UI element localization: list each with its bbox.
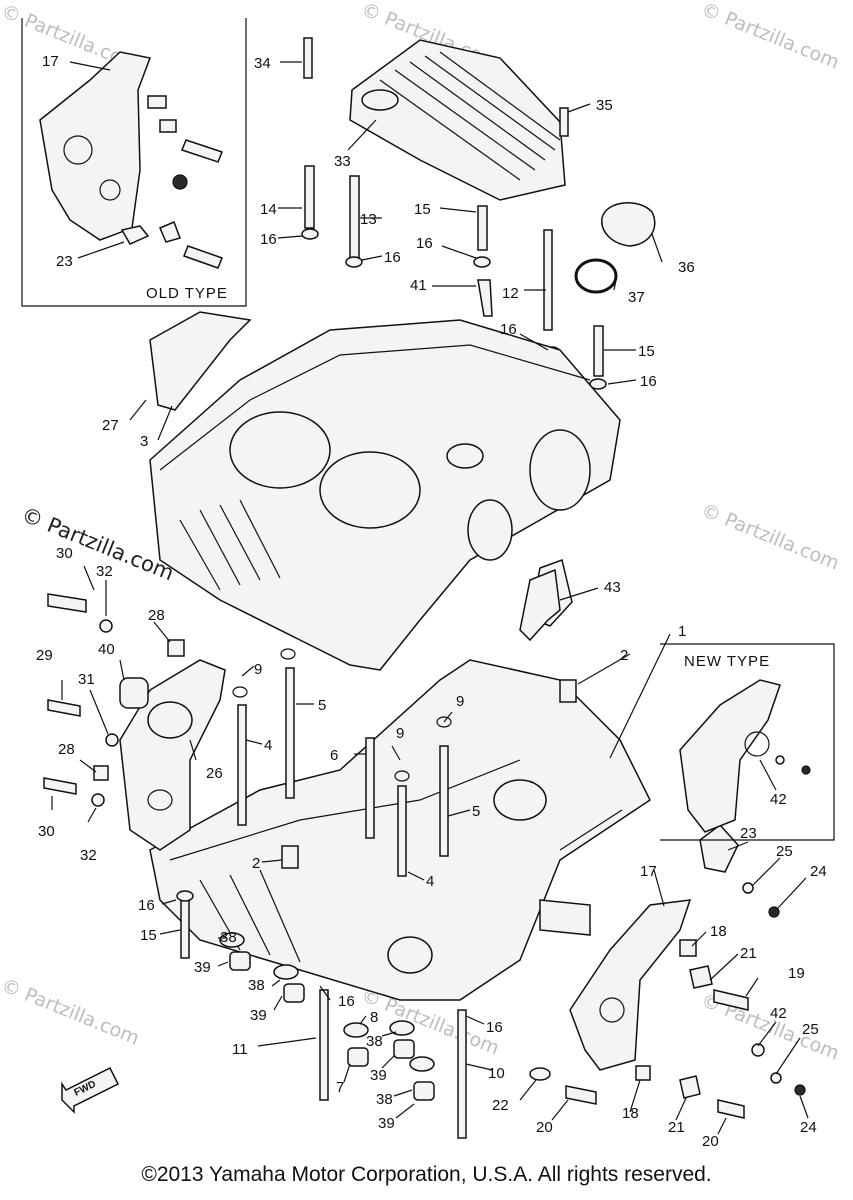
callout-number: 41 [410, 277, 427, 294]
callout-number: 3 [140, 433, 148, 450]
callout-number: 16 [384, 249, 401, 266]
callout-number: 16 [260, 231, 277, 248]
callout-number: 32 [80, 847, 97, 864]
callout-number: 31 [78, 671, 95, 688]
callout-number: 15 [140, 927, 157, 944]
callout-number: 20 [702, 1133, 719, 1150]
studs [232, 648, 577, 877]
callout-number: 9 [456, 693, 464, 710]
callout-leaders [51, 61, 809, 1135]
callout-number: 28 [58, 741, 75, 758]
callout-number: 18 [710, 923, 727, 940]
callout-number: 42 [770, 791, 787, 808]
callout-numbers: 1 2 2 3 4 4 5 5 6 7 8 9 9 9 10 11 12 13 … [36, 53, 827, 1150]
callout-number: 17 [640, 863, 657, 880]
callout-number: 19 [788, 965, 805, 982]
callout-number: 13 [360, 211, 377, 228]
callout-number: 23 [56, 253, 73, 270]
callout-number: 16 [138, 897, 155, 914]
callout-number: 29 [36, 647, 53, 664]
left-cover [43, 593, 226, 851]
callout-number: 11 [232, 1041, 248, 1058]
callout-number: 2 [620, 647, 628, 664]
callout-number: 38 [366, 1033, 383, 1050]
callout-number: 15 [414, 201, 431, 218]
watermark: © Partzilla.com [698, 0, 842, 74]
callout-number: 1 [678, 623, 686, 640]
callout-number: 34 [254, 55, 271, 72]
callout-number: 2 [252, 855, 260, 872]
callout-number: 33 [334, 153, 351, 170]
callout-number: 20 [536, 1119, 553, 1136]
callout-number: 24 [800, 1119, 817, 1136]
callout-number: 6 [330, 747, 338, 764]
new-type-inset: NEW TYPE [660, 643, 835, 841]
cam-guide [565, 823, 806, 1119]
old-type-inset: OLD TYPE [21, 18, 247, 307]
callout-number: 27 [102, 417, 119, 434]
callout-number: 39 [378, 1115, 395, 1132]
callout-number: 39 [370, 1067, 387, 1084]
callout-number: 8 [370, 1009, 378, 1026]
callout-number: 26 [206, 765, 223, 782]
callout-number: 37 [628, 289, 645, 306]
callout-number: 9 [396, 725, 404, 742]
callout-number: 22 [492, 1097, 509, 1114]
callout-number: 35 [596, 97, 613, 114]
callout-number: 16 [500, 321, 517, 338]
callout-number: 25 [776, 843, 793, 860]
callout-number: 38 [220, 929, 237, 946]
callout-number: 30 [56, 545, 73, 562]
callout-number: 4 [264, 737, 272, 754]
callout-number: 5 [472, 803, 480, 820]
fwd-arrow: FWD [61, 1066, 120, 1114]
callout-number: 28 [148, 607, 165, 624]
callout-number: 5 [318, 697, 326, 714]
callout-number: 16 [486, 1019, 503, 1036]
callout-number: 23 [740, 825, 757, 842]
callout-number: 40 [98, 641, 115, 658]
callout-number: 15 [638, 343, 655, 360]
callout-number: 36 [678, 259, 695, 276]
crankcase-exploded-diagram: © Partzilla.com © Partzilla.com © Partzi… [0, 0, 842, 1150]
callout-number: 12 [502, 285, 519, 302]
head-cover [349, 39, 566, 201]
copyright-notice: ©2013 Yamaha Motor Corporation, U.S.A. A… [141, 1163, 712, 1186]
lower-hardware [176, 890, 551, 1139]
watermark: © Partzilla.com [698, 499, 842, 574]
callout-number: 16 [640, 373, 657, 390]
callout-number: 25 [802, 1021, 819, 1038]
callout-number: 14 [260, 201, 277, 218]
watermark: © Partzilla.com [0, 974, 142, 1049]
callout-number: 10 [488, 1065, 505, 1082]
bracket [519, 568, 561, 642]
callout-number: 32 [96, 563, 113, 580]
old-type-label: OLD TYPE [146, 285, 228, 302]
callout-number: 16 [416, 235, 433, 252]
callout-number: 9 [254, 661, 262, 678]
callout-number: 43 [604, 579, 621, 596]
callout-number: 4 [426, 873, 434, 890]
top-bolts [301, 37, 607, 390]
callout-number: 39 [250, 1007, 267, 1024]
callout-number: 21 [740, 945, 757, 962]
callout-number: 17 [42, 53, 59, 70]
upper-crankcase [149, 311, 621, 671]
callout-number: 38 [376, 1091, 393, 1108]
new-type-label: NEW TYPE [684, 653, 770, 670]
callout-number: 38 [248, 977, 265, 994]
filler-cap [574, 202, 656, 294]
callout-number: 18 [622, 1105, 639, 1122]
callout-number: 16 [338, 993, 355, 1010]
callout-number: 42 [770, 1005, 787, 1022]
callout-number: 24 [810, 863, 827, 880]
callout-number: 30 [38, 823, 55, 840]
callout-number: 7 [336, 1079, 344, 1096]
callout-number: 21 [668, 1119, 685, 1136]
callout-number: 39 [194, 959, 211, 976]
